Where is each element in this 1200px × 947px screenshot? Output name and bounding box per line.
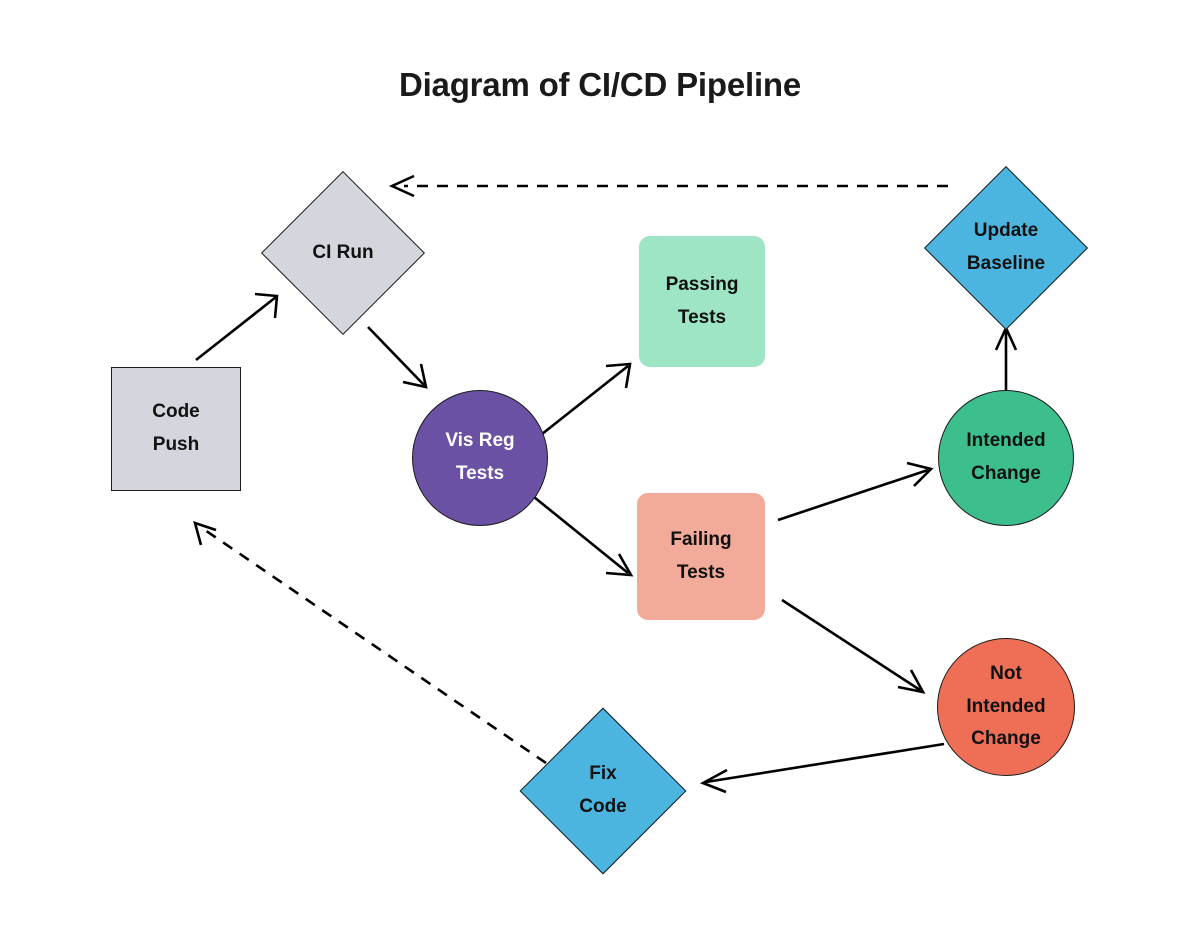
edge-update-baseline-to-ci-run — [388, 174, 948, 198]
edge-vis-reg-tests-to-failing-tests — [533, 495, 634, 577]
node-fix-code[interactable]: Fix Code — [519, 707, 687, 875]
node-label-line: Tests — [677, 306, 727, 328]
edge-failing-tests-to-not-intended-change — [781, 598, 926, 694]
edge-ci-run-to-vis-reg-tests — [367, 326, 428, 389]
node-passing-tests[interactable]: Passing Tests — [639, 236, 765, 367]
edge-failing-tests-to-intended-change — [777, 461, 934, 522]
node-label-line: Tests — [455, 463, 505, 484]
edge-not-intended-change-to-fix-code — [699, 742, 945, 794]
node-label-line: Change — [971, 728, 1041, 750]
node-label: Fix Code — [521, 707, 685, 875]
node-label-line: Vis Reg — [445, 430, 515, 452]
node-label-line: Failing — [670, 528, 732, 550]
node-label-line: Code — [579, 796, 627, 817]
node-label-line: Passing — [665, 273, 739, 295]
edge-intended-change-to-update-baseline — [994, 324, 1018, 392]
node-label-line: Baseline — [966, 253, 1046, 274]
node-label-line: Update — [973, 220, 1039, 242]
edge-vis-reg-tests-to-passing-tests — [536, 362, 632, 440]
node-vis-reg-tests[interactable]: Vis Reg Tests — [412, 390, 548, 526]
node-label-line: Intended — [966, 695, 1046, 717]
node-label: Update Baseline — [924, 166, 1088, 330]
node-not-intended-change[interactable]: Not Intended Change — [937, 638, 1075, 776]
node-failing-tests[interactable]: Failing Tests — [637, 493, 765, 620]
node-label-line: Change — [971, 463, 1041, 484]
page-title: Diagram of CI/CD Pipeline — [398, 66, 802, 103]
node-update-baseline[interactable]: Update Baseline — [923, 165, 1089, 331]
node-label: CI Run — [263, 169, 423, 337]
edge-fix-code-to-code-push — [193, 520, 547, 765]
node-label-line: Push — [152, 434, 200, 455]
node-label-line: CI Run — [312, 241, 374, 263]
edge-code-push-to-ci-run — [195, 292, 279, 362]
node-label-line: Not — [990, 662, 1022, 684]
node-code-push[interactable]: Code Push — [111, 367, 241, 491]
node-label-line: Fix — [589, 763, 617, 785]
node-ci-run[interactable]: CI Run — [260, 169, 426, 337]
node-intended-change[interactable]: Intended Change — [938, 390, 1074, 526]
node-label-line: Code — [152, 401, 200, 423]
node-label-line: Tests — [676, 561, 726, 583]
node-label-line: Intended — [966, 430, 1046, 452]
